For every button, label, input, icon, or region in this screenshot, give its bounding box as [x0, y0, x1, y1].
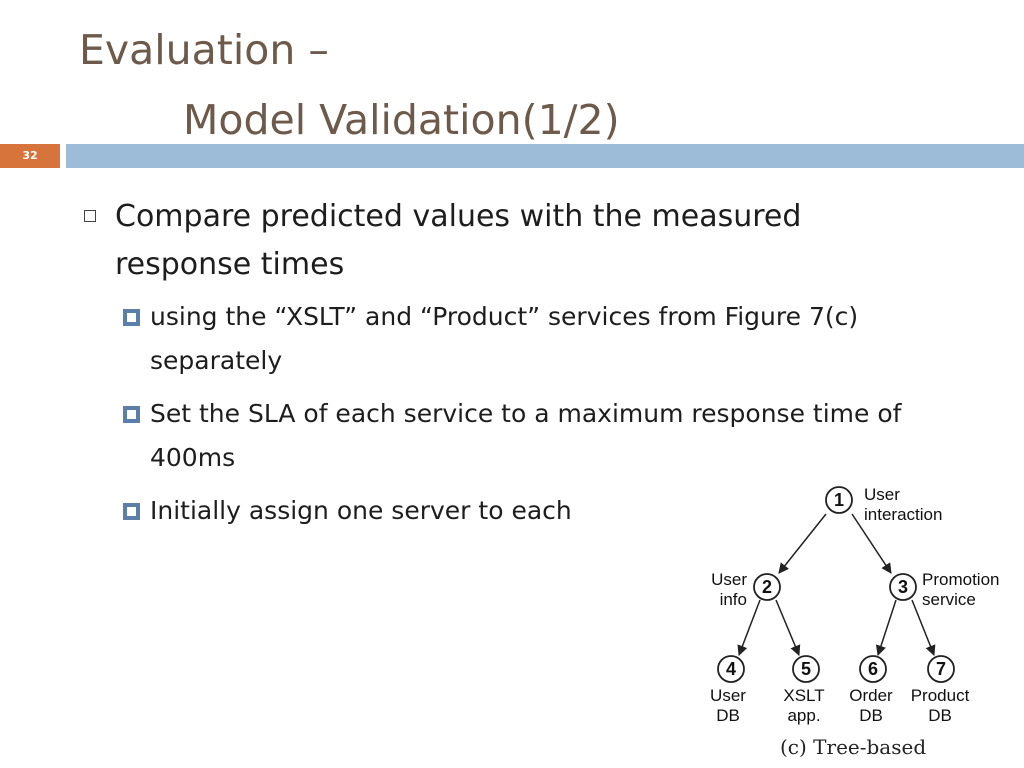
edge-3-6 [875, 599, 897, 656]
node-1-id: 1 [834, 490, 844, 510]
node-3-circle [889, 573, 917, 601]
sub-bullet-1: using the “XSLT” and “Product” services … [150, 302, 859, 375]
bullet-square-icon [84, 210, 96, 222]
node-4-label-b: DB [716, 706, 740, 725]
sub-bullet-square-icon [123, 503, 140, 520]
sub-bullet-2: Set the SLA of each service to a maximum… [150, 399, 902, 472]
main-bullet: Compare predicted values with the measur… [115, 199, 802, 282]
title-divider-bar [66, 144, 1024, 168]
node-2-circle [753, 573, 781, 601]
tree-diagram: 1 2 3 4 5 6 7 User interaction User info… [690, 475, 1024, 768]
edge-3-7 [911, 599, 936, 656]
node-3-id: 3 [898, 577, 908, 597]
node-6-id: 6 [868, 659, 878, 679]
node-1-label-a: User [864, 485, 900, 504]
node-5-circle [792, 655, 820, 683]
node-6-label-b: DB [859, 706, 883, 725]
node-7-circle [927, 655, 955, 683]
slide-number: 32 [0, 144, 60, 168]
node-7-id: 7 [936, 659, 946, 679]
node-7-label-b: DB [928, 706, 952, 725]
node-1-label-b: interaction [864, 505, 942, 524]
title-line-1: Evaluation – [79, 26, 329, 74]
node-6-circle [859, 655, 887, 683]
slide-title: Evaluation – Model Validation(1/2) [0, 0, 1024, 145]
sub-bullet-square-icon [123, 406, 140, 423]
sub-bullet-3: Initially assign one server to each [150, 496, 572, 525]
edge-2-4 [737, 599, 761, 656]
node-7-label-a: Product [911, 686, 970, 705]
node-6-label-a: Order [849, 686, 893, 705]
node-5-label-b: app. [787, 706, 820, 725]
node-2-id: 2 [762, 577, 772, 597]
node-1-circle [825, 486, 853, 514]
edge-1-2 [778, 513, 827, 574]
node-4-label-a: User [710, 686, 746, 705]
node-3-label-b: service [922, 590, 976, 609]
node-4-circle [717, 655, 745, 683]
node-2-label-a: User [711, 570, 747, 589]
node-4-id: 4 [726, 659, 736, 679]
node-5-id: 5 [801, 659, 811, 679]
figure-caption: (c) Tree-based [780, 735, 927, 759]
node-2-label-b: info [720, 590, 747, 609]
sub-bullet-square-icon [123, 309, 140, 326]
title-line-2: Model Validation(1/2) [183, 96, 620, 144]
node-3-label-a: Promotion [922, 570, 999, 589]
edge-2-5 [775, 599, 801, 656]
node-5-label-a: XSLT [783, 686, 824, 705]
edge-1-3 [851, 513, 892, 574]
